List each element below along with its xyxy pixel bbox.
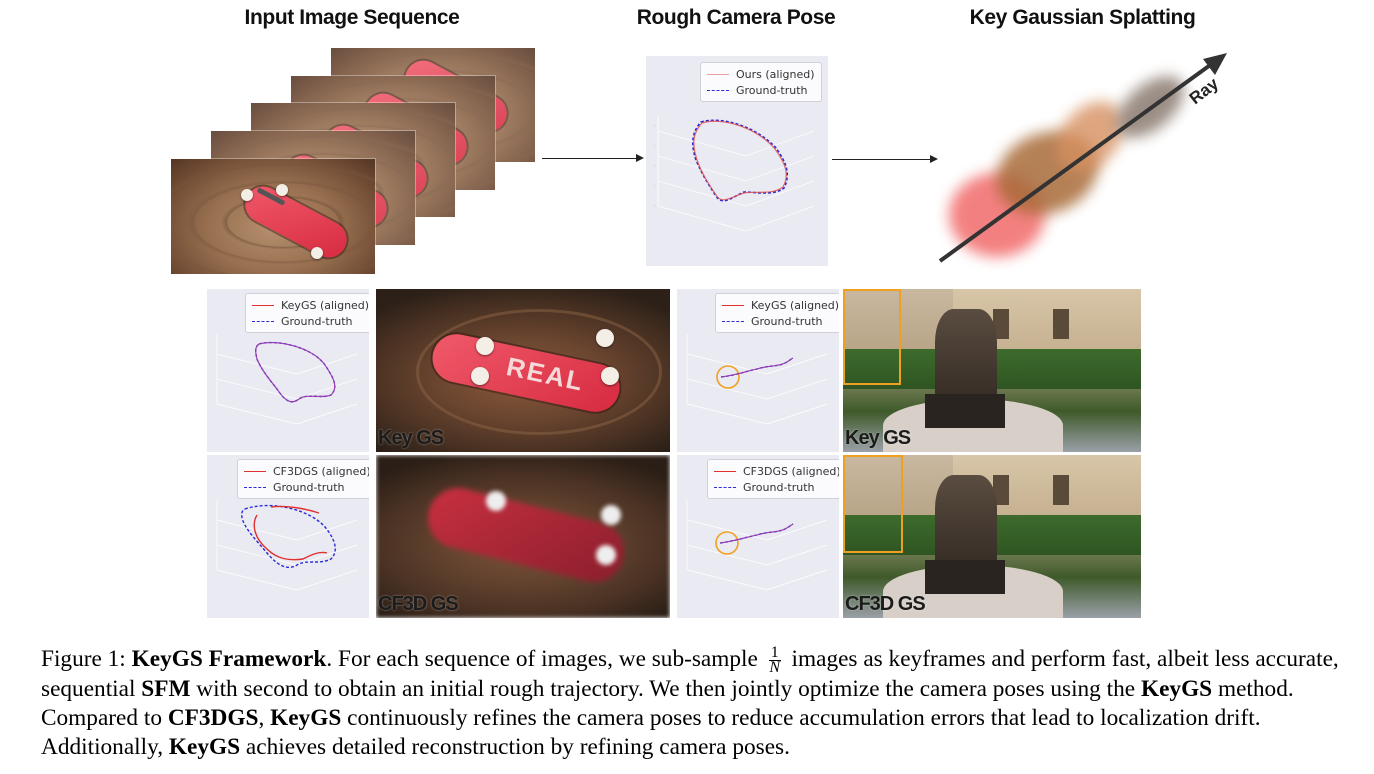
cf3dgs-statue-highlight-box (843, 455, 903, 553)
keygs-skate-render: REAL Key GS (376, 289, 670, 452)
legend-method-label: CF3DGS (aligned) (273, 464, 369, 478)
legend-gt-label: Ground-truth (751, 314, 823, 328)
legend-method-label: KeyGS (aligned) (751, 298, 839, 312)
cf3dgs-skate-trajectory-plot: CF3DGS (aligned) Ground-truth (207, 455, 369, 618)
rough-pose-ours-path (693, 120, 787, 201)
heading-rough-camera-pose: Rough Camera Pose (636, 6, 836, 29)
heading-input-image-sequence: Input Image Sequence (244, 6, 460, 29)
keygs-statue-label: Key GS (845, 427, 911, 449)
ray-arrowhead (1203, 53, 1227, 75)
input-frame-1 (170, 158, 376, 275)
svg-text:-: - (654, 122, 656, 127)
caption-bold-keygs: KeyGS (1140, 676, 1213, 703)
cf3d-statue-label: CF3D GS (845, 593, 926, 615)
legend-method-label: KeyGS (aligned) (281, 298, 369, 312)
legend-method-label: CF3DGS (aligned) (743, 464, 839, 478)
keygs-skate-gt-path (254, 341, 336, 403)
svg-text:-: - (654, 182, 656, 187)
caption-bold-keygs: KeyGS (168, 734, 241, 761)
fraction-numerator: 1 (768, 644, 781, 662)
cf3dgs-skate-gt-path (240, 504, 336, 569)
cf3dgs-skate-render: CF3D GS (376, 455, 670, 618)
keygs-statue-legend: KeyGS (aligned) Ground-truth (715, 293, 839, 333)
caption-bold-sfm: SFM (141, 676, 191, 703)
figure-caption: Figure 1: KeyGS Framework. For each sequ… (41, 645, 1355, 762)
keygs-skate-axes (216, 334, 358, 425)
caption-text: with second to obtain an initial rough t… (190, 676, 1141, 703)
cf3dgs-skate-legend: CF3DGS (aligned) Ground-truth (237, 459, 369, 499)
keygs-statue-render: Key GS (843, 289, 1141, 452)
keygs-statue-axes (686, 334, 828, 425)
gaussian-blob-orange (1056, 101, 1124, 173)
keygs-skate-label: Key GS (378, 427, 444, 449)
svg-text:-: - (654, 202, 656, 207)
legend-gt-label: Ground-truth (273, 480, 345, 494)
cf3dgs-statue-trajectory-plot: CF3DGS (aligned) Ground-truth (677, 455, 839, 618)
cf3d-skate-label: CF3D GS (378, 593, 459, 615)
caption-text: achieves detailed reconstruction by refi… (240, 734, 790, 761)
rough-pose-plot: - - - - - Ours (aligned) Ground-truth (646, 56, 828, 266)
cf3dgs-statue-highlight-circle (715, 531, 739, 555)
legend-ours-label: Ours (aligned) (736, 67, 815, 81)
caption-text: , (258, 705, 271, 732)
rough-pose-legend: Ours (aligned) Ground-truth (700, 62, 822, 102)
caption-label: Figure 1: (41, 646, 126, 672)
caption-text: continuously refines the camera poses to… (41, 705, 1261, 761)
cf3dgs-statue-render: CF3D GS (843, 455, 1141, 618)
caption-text: . For each sequence of images, we sub-sa… (326, 646, 764, 672)
cf3dgs-statue-legend: CF3DGS (aligned) Ground-truth (707, 459, 839, 499)
rough-pose-gt-path (692, 119, 788, 202)
caption-bold-keygs: KeyGS (270, 705, 342, 732)
gaussian-splatting-illustration: Ray (938, 53, 1227, 263)
rough-pose-axes: - - - - - (654, 116, 815, 232)
keygs-skate-trajectory-plot: KeyGS (aligned) Ground-truth (207, 289, 369, 452)
fraction-denominator: N (769, 659, 781, 677)
cf3dgs-statue-axes (686, 500, 828, 591)
keygs-statue-ours-path (720, 357, 794, 378)
caption-bold-cf3dgs: CF3DGS (167, 705, 259, 732)
legend-gt-label: Ground-truth (743, 480, 815, 494)
keygs-statue-highlight-circle (716, 365, 740, 389)
legend-gt-label: Ground-truth (281, 314, 353, 328)
cf3dgs-skate-ours-path (253, 505, 328, 561)
keygs-skate-legend: KeyGS (aligned) Ground-truth (245, 293, 369, 333)
keygs-statue-trajectory-plot: KeyGS (aligned) Ground-truth (677, 289, 839, 452)
caption-text: images as keyframes and perform fast, al… (41, 646, 1339, 703)
cf3dgs-skate-axes (216, 500, 358, 591)
legend-gt-label: Ground-truth (736, 83, 808, 97)
caption-text: method. Compared to (41, 676, 1294, 732)
keygs-statue-highlight-box (843, 289, 901, 385)
caption-title: KeyGS Framework (131, 646, 327, 672)
svg-text:-: - (654, 142, 656, 147)
keygs-skate-ours-path (255, 342, 336, 403)
cf3dgs-statue-ours-path (719, 523, 794, 544)
ray-line (938, 61, 1215, 263)
svg-text:-: - (654, 162, 656, 167)
heading-key-gaussian-splatting: Key Gaussian Splatting (969, 6, 1196, 29)
